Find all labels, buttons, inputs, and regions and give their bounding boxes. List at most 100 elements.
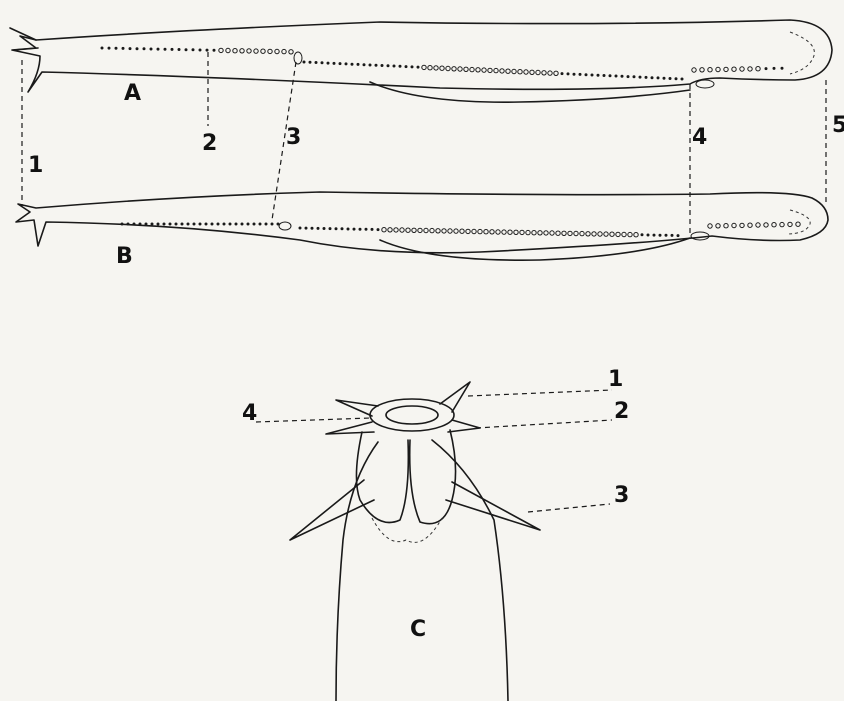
pore-dot bbox=[621, 75, 624, 78]
pore-dot bbox=[440, 66, 444, 70]
pore-dot bbox=[764, 223, 768, 227]
pore-dot bbox=[303, 61, 306, 64]
pore-dot bbox=[339, 62, 342, 65]
specimen-a-anal-pore bbox=[696, 80, 714, 88]
pore-dot bbox=[289, 50, 293, 54]
pore-dot bbox=[460, 229, 464, 233]
pore-dot bbox=[645, 76, 648, 79]
pore-dot bbox=[265, 223, 268, 226]
pore-dot bbox=[240, 49, 244, 53]
pore-dot bbox=[417, 66, 420, 69]
pore-dot bbox=[329, 227, 332, 230]
pore-dot bbox=[610, 232, 614, 236]
pore-dot bbox=[448, 229, 452, 233]
pore-dot bbox=[219, 48, 223, 52]
pore-dot bbox=[641, 233, 644, 236]
pore-dot bbox=[520, 230, 524, 234]
pore-dot bbox=[458, 67, 462, 71]
pore-dot bbox=[780, 222, 784, 226]
pore-dot bbox=[446, 66, 450, 70]
pore-dot bbox=[579, 73, 582, 76]
pore-dot bbox=[580, 231, 584, 235]
c-leader-1 bbox=[468, 390, 612, 396]
pore-dot bbox=[108, 47, 111, 50]
pore-dot bbox=[335, 227, 338, 230]
pore-dot bbox=[669, 77, 672, 80]
callout-ab-1: 1 bbox=[28, 153, 43, 178]
pore-dot bbox=[556, 231, 560, 235]
pore-dot bbox=[548, 71, 552, 75]
specimen-a-ventral-fold bbox=[370, 82, 690, 102]
pore-dot bbox=[333, 62, 336, 65]
pore-dot bbox=[282, 49, 286, 53]
pore-dot bbox=[235, 223, 238, 226]
pore-dot bbox=[399, 65, 402, 68]
pore-dot bbox=[472, 229, 476, 233]
pore-dot bbox=[512, 69, 516, 73]
pore-dot bbox=[411, 65, 414, 68]
pore-dot bbox=[724, 224, 728, 228]
pore-dot bbox=[562, 231, 566, 235]
specimen-c-spine-lower-left bbox=[290, 480, 374, 540]
pore-dot bbox=[353, 228, 356, 231]
pore-dot bbox=[136, 47, 139, 50]
c-leader-3 bbox=[528, 504, 610, 512]
specimen-b-pore bbox=[279, 222, 291, 230]
pore-dot bbox=[412, 228, 416, 232]
pore-dot bbox=[538, 231, 542, 235]
pore-dot bbox=[422, 65, 426, 69]
pore-dot bbox=[347, 228, 350, 231]
pore-dot bbox=[315, 61, 318, 64]
pore-dot bbox=[213, 49, 216, 52]
pore-dot bbox=[496, 230, 500, 234]
pore-dot bbox=[756, 223, 760, 227]
pore-dot bbox=[365, 228, 368, 231]
pore-dot bbox=[544, 231, 548, 235]
pore-dot bbox=[157, 223, 160, 226]
pore-dot bbox=[490, 230, 494, 234]
specimen-c bbox=[290, 382, 540, 701]
pore-dot bbox=[604, 232, 608, 236]
pore-dot bbox=[454, 229, 458, 233]
pore-dot bbox=[740, 223, 744, 227]
pore-dot bbox=[351, 63, 354, 66]
pore-dot bbox=[199, 49, 202, 52]
pore-dot bbox=[317, 227, 320, 230]
specimen-c-spine-mid-right bbox=[448, 420, 480, 432]
pore-dot bbox=[765, 67, 768, 70]
pore-dot bbox=[532, 231, 536, 235]
pore-dot bbox=[357, 63, 360, 66]
pore-dot bbox=[229, 223, 232, 226]
pore-dot bbox=[724, 67, 728, 71]
pore-dot bbox=[518, 70, 522, 74]
pore-dot bbox=[482, 68, 486, 72]
pore-dot bbox=[665, 234, 668, 237]
pore-dot bbox=[615, 75, 618, 78]
specimen-c-spine-lower-right bbox=[446, 482, 540, 530]
pore-dot bbox=[514, 230, 518, 234]
pore-dot bbox=[586, 232, 590, 236]
callout-ab-5: 5 bbox=[832, 113, 844, 138]
pore-dot bbox=[677, 234, 680, 237]
pore-dot bbox=[561, 72, 564, 75]
callout-c-4: 4 bbox=[242, 401, 257, 426]
pore-dot bbox=[428, 66, 432, 70]
pore-dot bbox=[622, 232, 626, 236]
pore-dot bbox=[205, 223, 208, 226]
pore-dot bbox=[598, 232, 602, 236]
pore-dot bbox=[206, 49, 209, 52]
pore-dot bbox=[341, 227, 344, 230]
pore-dot bbox=[247, 223, 250, 226]
pore-dot bbox=[659, 234, 662, 237]
pore-dot bbox=[616, 232, 620, 236]
pore-dot bbox=[663, 77, 666, 80]
pore-dot bbox=[508, 230, 512, 234]
pore-dot bbox=[164, 48, 167, 51]
pore-dot bbox=[671, 234, 674, 237]
pore-dot bbox=[233, 49, 237, 53]
pore-dot bbox=[311, 227, 314, 230]
c-leader-lines bbox=[256, 390, 612, 512]
callout-ab-3: 3 bbox=[286, 125, 301, 150]
pore-dot bbox=[223, 223, 226, 226]
